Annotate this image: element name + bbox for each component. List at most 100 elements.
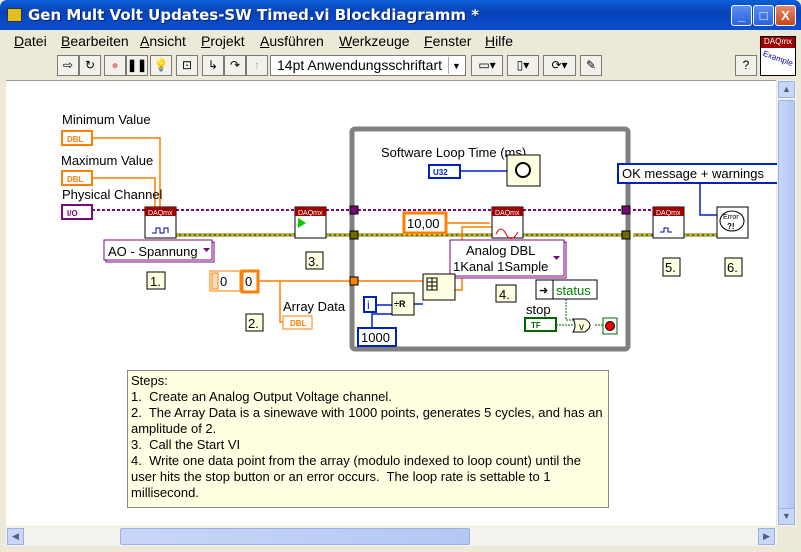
horizontal-scroll-thumb[interactable] xyxy=(120,528,470,545)
vertical-scroll-thumb[interactable] xyxy=(778,100,795,520)
max-value-control[interactable]: DBL xyxy=(61,170,93,186)
step-into-button[interactable]: ↳ xyxy=(202,55,224,76)
daqmx-clear-vi[interactable]: DAQmx xyxy=(652,206,685,239)
menu-hilfe[interactable]: Hilfe xyxy=(485,33,514,49)
step-label: 6. xyxy=(724,257,743,277)
window-title: Gen Mult Volt Updates-SW Timed.vi Blockd… xyxy=(28,6,480,24)
menu-projekt[interactable]: Projekt xyxy=(201,33,245,49)
channel-label: Physical Channel xyxy=(62,187,163,202)
cleanup-diagram-button[interactable]: ✎ xyxy=(580,55,602,76)
menu-fenster[interactable]: Fenster xyxy=(424,33,472,49)
scroll-left-button[interactable]: ◀ xyxy=(7,528,24,545)
menu-ansicht[interactable]: Ansicht xyxy=(140,33,186,49)
numeric-wire xyxy=(371,170,717,328)
svg-text:6.: 6. xyxy=(727,260,738,275)
svg-text:U32: U32 xyxy=(433,168,448,177)
scroll-up-button[interactable]: ▲ xyxy=(778,81,795,98)
loop-condition-terminal[interactable] xyxy=(602,317,618,335)
min-label: Minimum Value xyxy=(62,112,151,127)
labview-icon xyxy=(7,8,22,22)
unbundle-status[interactable]: ➜ status xyxy=(535,279,598,300)
menu-werkzeuge[interactable]: Werkzeuge xyxy=(339,33,410,49)
svg-text:status: status xyxy=(556,283,591,298)
quotient-remainder-function[interactable]: ÷R xyxy=(391,292,415,316)
steps-comment: Steps: 1. Create an Analog Output Voltag… xyxy=(127,370,609,508)
error-handler-vi[interactable]: Error?! xyxy=(716,206,749,239)
step-out-button[interactable]: ↑ xyxy=(246,55,268,76)
svg-text:OK message + warnings: OK message + warnings xyxy=(622,166,764,181)
step-over-button[interactable]: ↷ xyxy=(224,55,246,76)
svg-text:v: v xyxy=(579,322,584,333)
close-button[interactable]: X xyxy=(775,5,796,26)
loop-time-control[interactable]: U32 xyxy=(428,164,461,179)
svg-text:1Kanal 1Sample: 1Kanal 1Sample xyxy=(453,259,548,274)
title-bar: Gen Mult Volt Updates-SW Timed.vi Blockd… xyxy=(0,0,801,30)
array-index-control[interactable]: 0 xyxy=(209,270,241,292)
pause-button[interactable]: ❚❚ xyxy=(126,55,148,76)
index-array-function[interactable] xyxy=(422,273,456,301)
min-value-control[interactable]: DBL xyxy=(61,130,93,146)
svg-text:1000: 1000 xyxy=(361,330,390,345)
step-label: 5. xyxy=(662,257,681,277)
svg-text:2.: 2. xyxy=(248,316,259,331)
svg-text:AO - Spannung: AO - Spannung xyxy=(108,244,198,259)
svg-text:DBL: DBL xyxy=(290,319,307,328)
retain-wire-values-button[interactable]: ⊡ xyxy=(176,55,198,76)
chevron-down-icon: ▼ xyxy=(448,57,464,74)
menu-ausfuehren[interactable]: Ausführen xyxy=(260,33,324,49)
daqmx-write-vi[interactable]: DAQmx xyxy=(491,206,524,239)
or-function[interactable]: v xyxy=(572,318,591,333)
menu-bearbeiten[interactable]: Bearbeiten xyxy=(61,33,129,49)
constant-1000[interactable]: 1000 xyxy=(357,327,397,347)
svg-text:I/O: I/O xyxy=(67,209,78,218)
array-wire xyxy=(258,222,492,323)
svg-text:DAQmx: DAQmx xyxy=(656,210,681,217)
svg-text:Analog DBL: Analog DBL xyxy=(466,243,535,258)
constant-10[interactable]: 10,00 xyxy=(402,211,448,235)
run-continuously-button[interactable]: ↻ xyxy=(79,55,101,76)
horizontal-scrollbar[interactable]: ◀ ▶ xyxy=(6,527,777,546)
while-loop[interactable] xyxy=(349,126,631,352)
svg-text:0: 0 xyxy=(245,274,252,289)
vi-icon-daqmx: DAQmx xyxy=(761,37,795,48)
svg-text:i: i xyxy=(367,298,370,312)
svg-text:0: 0 xyxy=(220,274,227,289)
max-label: Maximum Value xyxy=(61,153,153,168)
svg-text:÷R: ÷R xyxy=(394,299,406,309)
minimize-button[interactable]: _ xyxy=(731,5,752,26)
ao-voltage-selector[interactable]: AO - Spannung xyxy=(103,239,215,263)
highlight-execution-button[interactable]: 💡 xyxy=(150,55,172,76)
svg-text:Error: Error xyxy=(723,214,739,221)
abort-button[interactable]: ● xyxy=(104,55,126,76)
array-data-label: Array Data xyxy=(283,299,346,314)
menu-datei[interactable]: Datei xyxy=(14,33,47,49)
step-label: 2. xyxy=(245,313,264,332)
step-label: 4. xyxy=(495,284,517,303)
array-data-indicator[interactable]: DBL xyxy=(282,315,313,330)
vertical-scrollbar[interactable]: ▲ ▼ xyxy=(777,80,796,526)
step-label: 1. xyxy=(146,271,166,290)
distribute-objects-button[interactable]: ▯▾ xyxy=(507,55,539,76)
wait-ms-function[interactable] xyxy=(506,154,541,187)
ok-message-constant[interactable]: OK message + warnings xyxy=(617,163,789,184)
font-selector[interactable]: 14pt Anwendungsschriftart▼ xyxy=(270,55,466,76)
boolean-wire xyxy=(556,299,603,326)
run-button[interactable]: ⇨ xyxy=(57,55,79,76)
context-help-button[interactable]: ? xyxy=(735,55,757,76)
daqmx-create-channel-vi[interactable]: DAQmx xyxy=(144,206,177,239)
physical-channel-control[interactable]: I/O xyxy=(61,204,93,220)
scroll-down-button[interactable]: ▼ xyxy=(778,508,795,525)
daqmx-start-vi[interactable]: DAQmx xyxy=(294,206,327,239)
scroll-right-button[interactable]: ▶ xyxy=(758,528,775,545)
svg-text:?!: ?! xyxy=(727,222,735,231)
align-objects-button[interactable]: ▭▾ xyxy=(471,55,503,76)
svg-text:DBL: DBL xyxy=(67,135,84,144)
maximize-button[interactable]: □ xyxy=(753,5,774,26)
svg-text:➜: ➜ xyxy=(539,285,548,297)
array-constant[interactable]: 0 xyxy=(240,269,260,294)
stop-button-terminal[interactable]: TF xyxy=(524,317,557,332)
reorder-button[interactable]: ⟳▾ xyxy=(543,55,576,76)
task-tunnel xyxy=(349,205,359,215)
